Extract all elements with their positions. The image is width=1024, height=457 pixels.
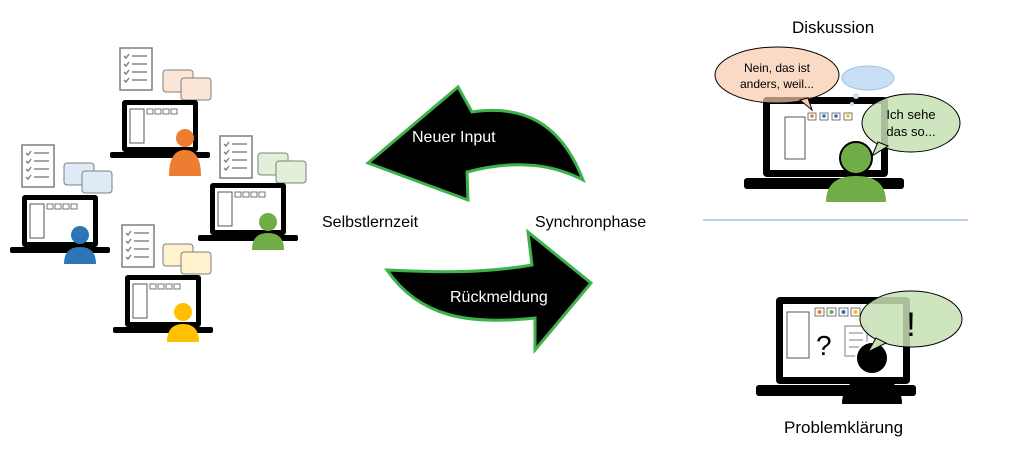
speech-bubble-icon: [180, 77, 212, 101]
bubble-pink-line1: Nein, das ist: [744, 61, 811, 75]
person-icon: [174, 303, 192, 321]
arrow-rueckmeldung-label: Rückmeldung: [450, 289, 548, 306]
laptop-icon: [9, 194, 111, 254]
label-problemklaerung: Problemklärung: [784, 418, 903, 437]
exclamation-icon: !: [906, 306, 915, 344]
person-icon: [71, 226, 89, 244]
person-icon: [259, 213, 277, 231]
person-icon: [176, 129, 194, 147]
learner-blue: [9, 144, 113, 264]
speech-bubble-icon: [180, 251, 212, 275]
label-synchronphase: Synchronphase: [535, 214, 646, 231]
problem-person: [842, 341, 902, 404]
learner-orange: [109, 47, 212, 176]
checklist-icon: [21, 144, 55, 188]
bubble-green-line2: das so...: [886, 124, 935, 139]
bubble-green-line1: Ich sehe: [886, 107, 935, 122]
bubble-pink-line2: anders, weil...: [740, 77, 814, 91]
checklist-icon: [119, 47, 153, 91]
label-selbstlernzeit: Selbstlernzeit: [322, 214, 419, 231]
speech-bubble-icon: [275, 160, 307, 184]
speech-bubble-green: Ich sehe das so...: [861, 93, 961, 158]
arrow-rueckmeldung: [384, 228, 594, 355]
speech-bubble-exclamation: !: [859, 290, 963, 354]
speech-bubble-pink: Nein, das ist anders, weil...: [714, 46, 840, 112]
laptop-icon: [197, 182, 299, 242]
learner-green: [197, 135, 307, 250]
laptop-icon: [112, 274, 214, 334]
arrow-neuer-input: [365, 84, 586, 203]
label-diskussion: Diskussion: [792, 18, 874, 37]
thought-cloud-icon: [841, 65, 895, 106]
discussion-person: [826, 141, 886, 202]
arrow-neuer-input-label: Neuer Input: [412, 129, 496, 146]
laptop-icon: [109, 99, 211, 159]
question-mark-icon: ?: [816, 330, 832, 361]
speech-bubble-icon: [81, 170, 113, 194]
checklist-icon: [219, 135, 253, 179]
checklist-icon: [121, 224, 155, 268]
learner-yellow: [112, 224, 214, 342]
